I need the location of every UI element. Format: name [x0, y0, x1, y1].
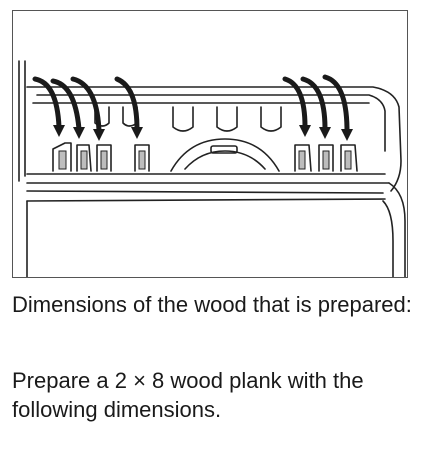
arrowhead-icon [341, 129, 353, 141]
handle-grip [210, 145, 238, 154]
arrowhead-icon [73, 127, 85, 139]
right-wall [388, 182, 406, 277]
bed-floor-3 [26, 190, 384, 194]
bracket-right-2 [318, 144, 334, 172]
arrow-icon [70, 76, 102, 134]
arrowhead-icon [93, 129, 105, 141]
slot-left-1 [58, 150, 67, 170]
illustration-frame [12, 10, 408, 278]
arrow-icon [322, 74, 350, 134]
bracket-right-3 [340, 144, 358, 172]
arrowhead-icon [319, 127, 331, 139]
slot-right-2 [322, 150, 330, 170]
arrow-icon [114, 76, 140, 132]
bracket-left-4 [134, 144, 150, 172]
slot-left-3 [100, 150, 108, 170]
bracket-left-1 [52, 142, 72, 172]
slot-right-3 [344, 150, 352, 170]
rear-panel [26, 86, 402, 192]
caption-text: Dimensions of the wood that is prepared: [12, 292, 412, 317]
center-handle [170, 138, 280, 172]
slot-right-1 [298, 150, 306, 170]
arrowhead-icon [53, 125, 65, 137]
slot-left-2 [80, 150, 88, 170]
arrowhead-icon [131, 127, 143, 139]
truck-bed-diagram [18, 60, 406, 277]
instruction-text: Prepare a 2 × 8 wood plank with the foll… [12, 368, 364, 422]
arrow-icon [300, 76, 328, 132]
pocket-left-a [94, 106, 110, 127]
right-wall-2 [382, 200, 394, 277]
pocket-1 [172, 106, 194, 132]
arrowhead-icon [299, 125, 311, 137]
arrow-icon [32, 76, 62, 130]
rear-panel-inner [36, 94, 386, 152]
bracket-right-1 [294, 144, 312, 172]
pocket-2 [216, 106, 238, 132]
bed-floor-4 [26, 198, 386, 202]
arrow-icon [50, 78, 82, 132]
slot-left-4 [138, 150, 146, 170]
pocket-3 [260, 106, 282, 132]
arrow-icon [282, 76, 308, 130]
bracket-left-3 [96, 144, 112, 172]
center-handle-inner [184, 150, 266, 170]
bracket-left-2 [76, 144, 92, 172]
